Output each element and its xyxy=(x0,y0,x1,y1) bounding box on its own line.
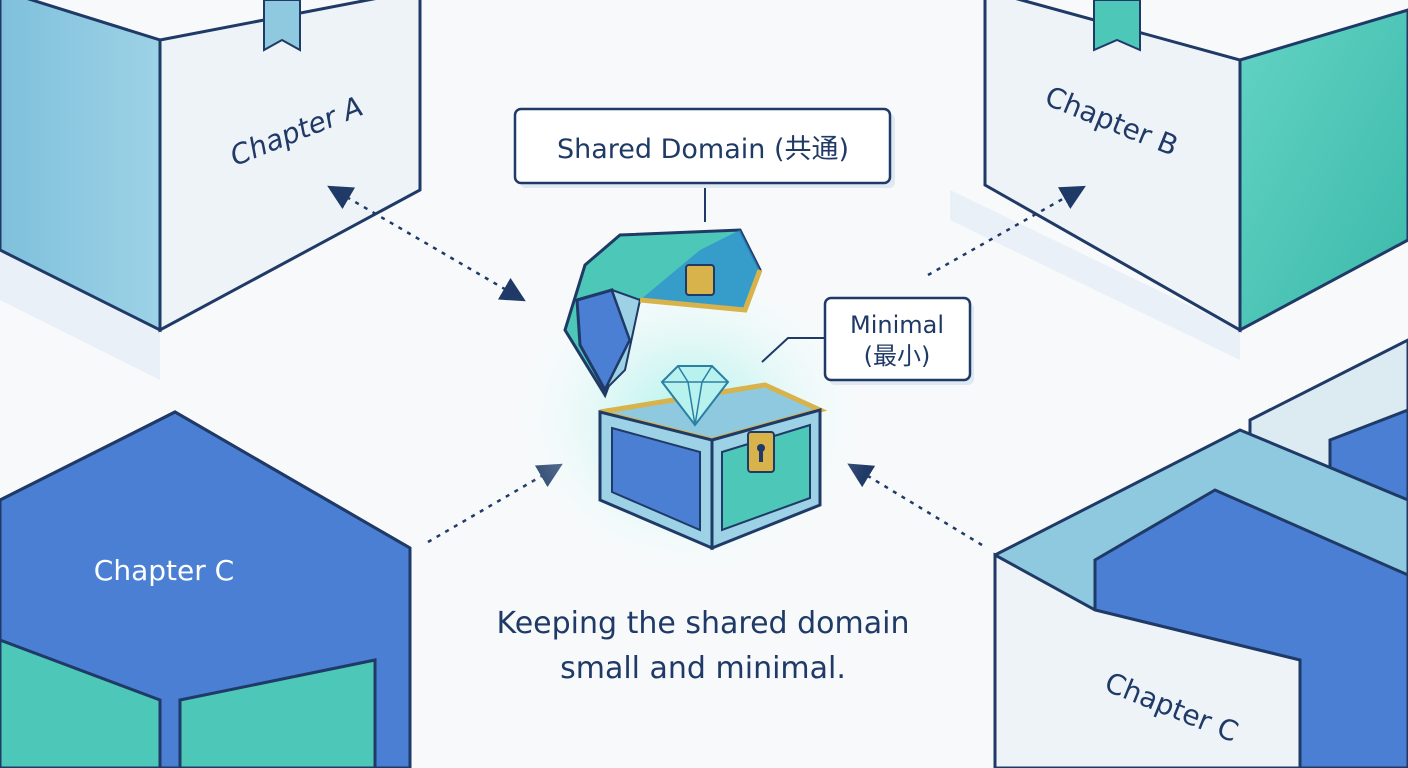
minimal-connector xyxy=(761,337,825,363)
tape-icon xyxy=(263,0,301,52)
arrow-a-to-shared xyxy=(327,185,526,302)
treasure-chest-icon xyxy=(505,228,875,585)
arrow-shared-to-b xyxy=(927,185,1086,277)
minimal-label-line2: (最小) xyxy=(864,342,931,370)
caption-line1: Keeping the shared domain xyxy=(497,606,910,641)
chapter-a-box: Chapter A xyxy=(0,0,422,380)
chapter-c-right-box: Chapter C xyxy=(993,338,1408,768)
caption-line2: small and minimal. xyxy=(560,651,846,686)
minimal-label-line1: Minimal xyxy=(850,311,944,339)
chapter-b-box: Chapter B xyxy=(950,0,1408,360)
arrow-c-left-to-shared xyxy=(427,463,563,544)
lid-clasp-icon xyxy=(685,264,715,296)
tape-icon xyxy=(1093,0,1141,52)
shared-domain-label: Shared Domain (共通) xyxy=(557,134,849,165)
chapter-c-left-box: Chapter C xyxy=(0,410,412,768)
shared-domain-label-box: Shared Domain (共通) xyxy=(513,107,895,188)
chapter-c-left-label: Chapter C xyxy=(94,554,234,587)
minimal-label-box: Minimal (最小) xyxy=(823,296,974,385)
arrow-c-right-to-shared xyxy=(847,463,983,547)
arrows xyxy=(327,185,1086,547)
diamond-icon xyxy=(660,365,730,427)
